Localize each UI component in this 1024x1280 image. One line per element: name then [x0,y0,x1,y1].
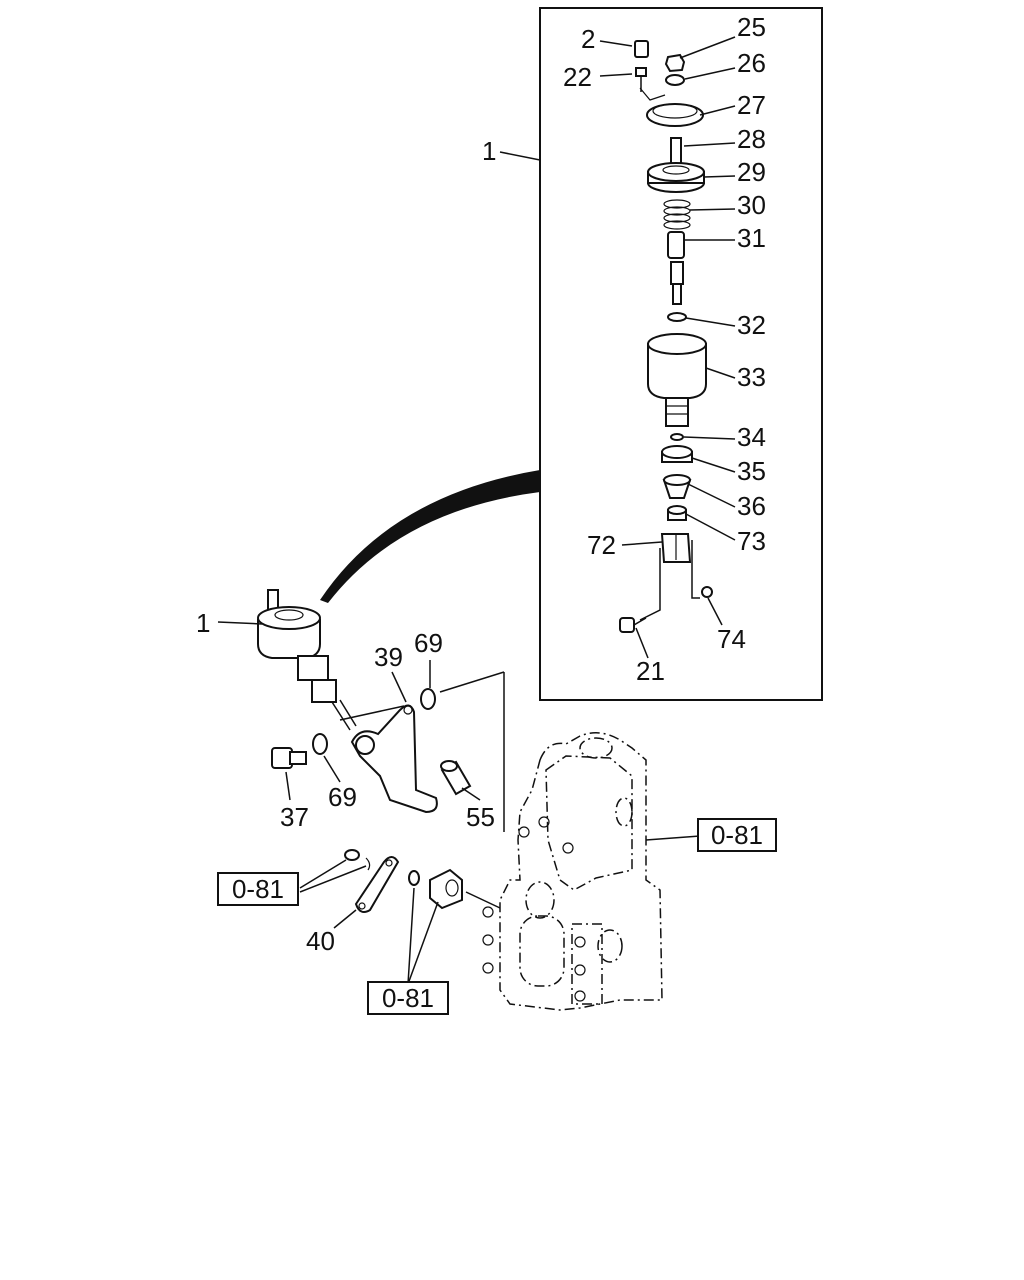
part-30-spring [663,199,691,230]
part-40-link [344,849,400,913]
part-72-bracket [660,533,692,563]
part-28-shaft [670,137,682,165]
callout-40: 40 [306,926,335,956]
part-2-screw [634,40,649,58]
pump-housing [439,671,663,1011]
part-69-washer-top [420,688,436,710]
callout-2: 2 [581,24,595,54]
callout-1-main: 1 [196,608,210,638]
ref-box-bottom: 0-81 [367,981,449,1015]
callout-28: 28 [737,124,766,154]
part-69-washer-bottom [312,733,328,755]
ref-box-right: 0-81 [697,818,777,852]
part-35-nut [661,445,693,463]
part-21-screw [619,617,647,633]
detail-box [539,7,823,701]
callout-22: 22 [563,62,592,92]
part-33-body [647,333,707,427]
callout-1-box: 1 [482,136,496,166]
ref-box-left: 0-81 [217,872,299,906]
main-leaders [217,621,701,985]
callout-21: 21 [636,656,665,686]
part-27-plate [639,87,704,127]
callout-39: 39 [374,642,403,672]
part-39-lever [350,704,438,814]
callout-29: 29 [737,157,766,187]
callout-31: 31 [737,223,766,253]
guide-line-74 [691,540,700,599]
detail-leaders [499,36,736,659]
part-25-nut [664,53,686,73]
part-29-cap [647,162,705,193]
ref-bottom-text: 0-81 [382,983,434,1013]
callout-73: 73 [737,526,766,556]
callout-69-top: 69 [414,628,443,658]
part-32-washer [667,312,687,322]
ref-right-text: 0-81 [711,820,763,850]
part-34-ring [670,433,684,441]
callout-33: 33 [737,362,766,392]
part-37-bolt [271,747,307,769]
callout-25: 25 [737,12,766,42]
part-73-nut [667,505,687,521]
part-26-washer [665,74,685,86]
small-washer-and-fitting [408,868,463,910]
callout-69-bottom: 69 [328,782,357,812]
callout-72: 72 [587,530,616,560]
lever-leader [339,705,405,721]
callout-35: 35 [737,456,766,486]
callout-55: 55 [466,802,495,832]
guide-line-21 [639,548,661,621]
callout-74: 74 [717,624,746,654]
part-74-clip [701,586,713,598]
part-31-plunger [667,231,685,305]
callout-27: 27 [737,90,766,120]
callout-34: 34 [737,422,766,452]
callout-32: 32 [737,310,766,340]
detail-connector-arc [320,470,540,603]
callout-36: 36 [737,491,766,521]
ref-left-text: 0-81 [232,874,284,904]
part-55-pin [440,760,472,796]
part-36-valve [662,474,692,499]
callout-26: 26 [737,48,766,78]
callout-30: 30 [737,190,766,220]
callout-37: 37 [280,802,309,832]
part-1-assembly [257,589,357,731]
